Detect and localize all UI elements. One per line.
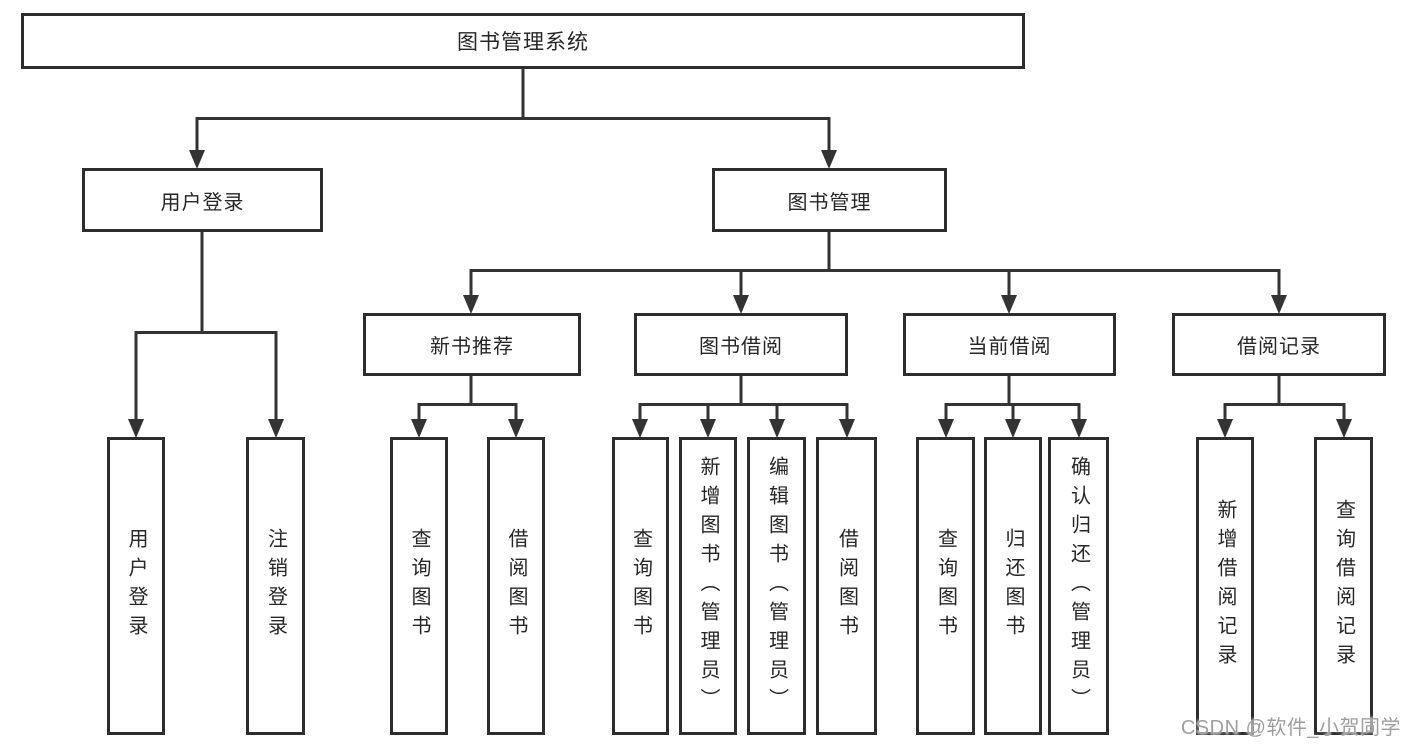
arrow-down-icon [1217, 419, 1233, 438]
arrow-down-icon [839, 419, 855, 438]
arrow-down-icon [938, 419, 954, 438]
leaf-rec-query-books: 查询图书 [390, 437, 448, 735]
leaf-rcd-add-record: 新增借阅记录 [1196, 437, 1254, 735]
arrow-down-icon [632, 419, 648, 438]
node-borrow-records: 借阅记录 [1172, 313, 1386, 376]
arrow-down-icon [508, 419, 524, 438]
leaf-bor-borrow-books: 借阅图书 [816, 437, 877, 735]
arrow-down-icon [769, 419, 785, 438]
node-new-book-rec: 新书推荐 [363, 313, 581, 376]
node-current-borrow: 当前借阅 [903, 313, 1116, 376]
arrow-down-icon [268, 419, 284, 438]
leaf-rec-borrow-books: 借阅图书 [487, 437, 545, 735]
edge-user-login-to-leaves [128, 230, 284, 438]
arrow-down-icon [189, 150, 205, 169]
csdn-watermark: CSDN @软件_小贺同学 [1180, 717, 1401, 739]
arrow-down-icon [128, 419, 144, 438]
arrow-down-icon [411, 419, 427, 438]
arrow-down-icon [821, 150, 837, 169]
node-user-login: 用户登录 [82, 168, 323, 232]
arrow-down-icon [700, 419, 716, 438]
leaf-cur-query-books: 查询图书 [916, 437, 975, 735]
leaf-cur-return-books: 归还图书 [984, 437, 1042, 735]
edge-current-borrow-to-leaves [938, 376, 1087, 438]
leaf-cur-confirm-return: 确认归还（管理员） [1048, 437, 1109, 735]
edge-book-mgmt-to-level3 [463, 230, 1287, 314]
leaf-bor-add-books: 新增图书（管理员） [679, 437, 737, 735]
edge-borrow-records-to-leaves [1217, 376, 1352, 438]
arrow-down-icon [1336, 419, 1352, 438]
arrow-down-icon [1001, 295, 1017, 314]
node-root: 图书管理系统 [21, 13, 1025, 69]
leaf-bor-query-books: 查询图书 [612, 437, 669, 735]
node-book-borrow: 图书借阅 [634, 313, 848, 376]
arrow-down-icon [1271, 295, 1287, 314]
edge-new-book-rec-to-leaves [411, 376, 524, 438]
leaf-user-login: 用户登录 [107, 437, 165, 735]
arrow-down-icon [1071, 419, 1087, 438]
leaf-bor-edit-books: 编辑图书（管理员） [747, 437, 806, 735]
node-book-mgmt: 图书管理 [712, 168, 947, 232]
leaf-rcd-query-record: 查询借阅记录 [1314, 437, 1373, 735]
edge-book-borrow-to-leaves [632, 376, 855, 438]
leaf-logout: 注销登录 [246, 437, 305, 735]
arrow-down-icon [733, 295, 749, 314]
arrow-down-icon [1005, 419, 1021, 438]
arrow-down-icon [463, 295, 479, 314]
edge-root-to-level2 [189, 67, 837, 169]
